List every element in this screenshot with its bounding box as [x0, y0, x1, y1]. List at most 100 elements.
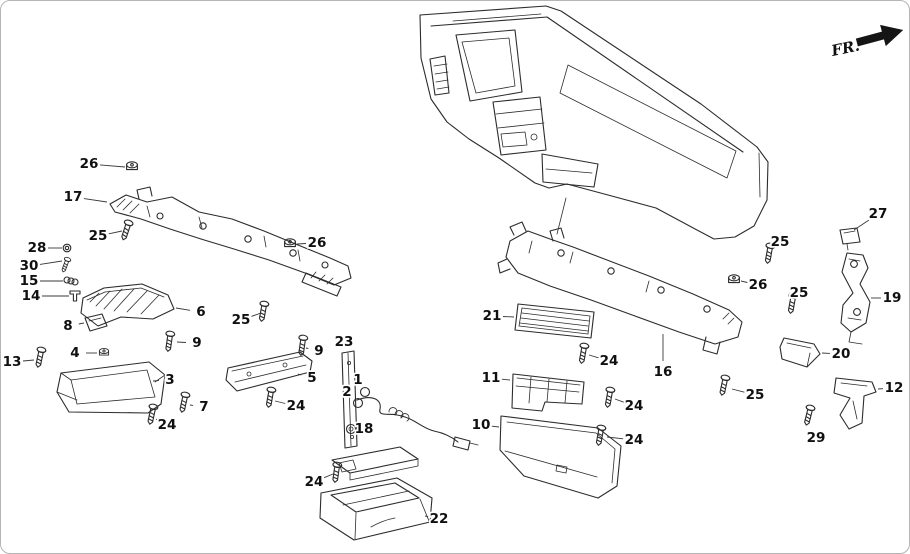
callout-number: 24	[625, 432, 644, 448]
screw-icon	[329, 461, 343, 484]
callout-4: 4	[69, 343, 97, 363]
callout-number: 19	[883, 290, 902, 306]
callout-number: 24	[625, 398, 644, 414]
callout-13: 13	[1, 352, 35, 372]
part-22-ashtray-drawing	[319, 446, 433, 541]
part-8-bracket-drawing	[84, 313, 108, 332]
callout-leader-line	[274, 400, 286, 404]
callout-7: 7	[189, 397, 210, 417]
callout-12: 12	[877, 378, 905, 398]
screw-icon	[118, 218, 135, 242]
callout-10: 10	[470, 415, 500, 435]
callout-number: 26	[749, 277, 768, 293]
callout-number: 9	[314, 343, 323, 359]
callout-leader-line	[614, 398, 624, 403]
part-11-tray-drawing	[511, 373, 585, 412]
callout-number: 18	[355, 421, 374, 437]
callout-number: 25	[771, 234, 790, 250]
screw-icon	[576, 341, 590, 365]
callout-25: 25	[788, 283, 810, 303]
callout-leader-line	[354, 399, 357, 402]
callout-24: 24	[303, 472, 334, 492]
callout-number: 24	[600, 353, 619, 369]
callout-26: 26	[78, 154, 126, 174]
callout-leader-line	[323, 473, 334, 479]
part-5-garnish-drawing	[225, 351, 313, 392]
callout-leader-line	[251, 312, 262, 317]
callout-number: 20	[832, 346, 851, 362]
callout-number: 24	[287, 398, 306, 414]
callout-number: 2	[342, 384, 351, 400]
callout-number: 15	[20, 273, 39, 289]
clip-icon	[98, 347, 110, 356]
callout-number: 13	[3, 354, 22, 370]
callout-leader-line	[606, 436, 624, 440]
callout-number: 23	[335, 334, 354, 350]
callout-2: 2	[341, 382, 357, 402]
clip-icon	[126, 161, 138, 171]
callout-number: 10	[472, 417, 491, 433]
callout-number: 12	[885, 380, 904, 396]
callout-leader-line	[78, 322, 85, 325]
callout-number: 30	[20, 258, 39, 274]
callout-leader-line	[502, 316, 515, 318]
part-12-bracket-drawing	[833, 377, 877, 430]
callout-25: 25	[769, 232, 791, 252]
callout-6: 6	[175, 302, 207, 322]
screw-icon	[32, 345, 47, 369]
callout-24: 24	[588, 351, 620, 371]
clip-icon	[728, 274, 740, 284]
callout-17: 17	[62, 187, 108, 207]
callout-leader-line	[99, 164, 126, 168]
screw-icon	[263, 385, 277, 409]
callout-16: 16	[652, 334, 674, 382]
callout-19: 19	[871, 288, 903, 308]
callout-number: 1	[353, 372, 362, 388]
fr-direction-indicator: FR.	[829, 24, 904, 60]
callout-number: 17	[64, 189, 83, 205]
callout-leader-line	[588, 354, 599, 359]
callout-29: 29	[805, 428, 827, 448]
callout-leader-line	[853, 219, 870, 231]
screw-icon	[801, 403, 816, 427]
callout-18: 18	[353, 419, 375, 439]
callout-25: 25	[230, 310, 262, 330]
spring-icon	[63, 276, 79, 286]
callout-leader-line	[108, 230, 123, 235]
callout-leader-line	[175, 307, 191, 311]
callout-number: 22	[430, 511, 449, 527]
part-19-bracket-drawing	[840, 252, 871, 345]
part-10-glovebox-lid-drawing	[499, 415, 622, 499]
screw-icon	[162, 330, 176, 353]
callout-number: 26	[308, 235, 327, 251]
callout-number: 25	[89, 228, 108, 244]
fr-label: FR.	[829, 36, 861, 60]
callout-leader-line	[296, 243, 307, 245]
callout-number: 8	[63, 318, 72, 334]
callout-number: 25	[746, 387, 765, 403]
screw-icon	[602, 385, 616, 409]
callout-number: 11	[482, 370, 501, 386]
callout-5: 5	[297, 368, 318, 388]
callout-24: 24	[274, 396, 307, 416]
callout-9: 9	[305, 341, 325, 361]
callout-23: 23	[333, 332, 355, 352]
part-23-cable-bracket-drawing	[341, 350, 479, 451]
callout-leader-line	[22, 359, 35, 362]
callout-number: 21	[483, 308, 502, 324]
callout-number: 4	[70, 345, 79, 361]
part-16-glovebox-frame-drawing	[497, 221, 743, 355]
callout-leader-line	[176, 341, 187, 343]
part-21-vent-drawing	[514, 303, 595, 339]
callout-21: 21	[481, 306, 515, 326]
callout-leader-line	[39, 260, 63, 265]
callout-number: 24	[305, 474, 324, 490]
callout-number: 25	[232, 312, 251, 328]
callout-14: 14	[20, 286, 69, 306]
callout-leader-line	[731, 388, 745, 393]
instrument-panel-drawing	[419, 5, 769, 240]
callout-1: 1	[352, 370, 366, 390]
callout-number: 29	[807, 430, 826, 446]
callout-number: 26	[80, 156, 99, 172]
